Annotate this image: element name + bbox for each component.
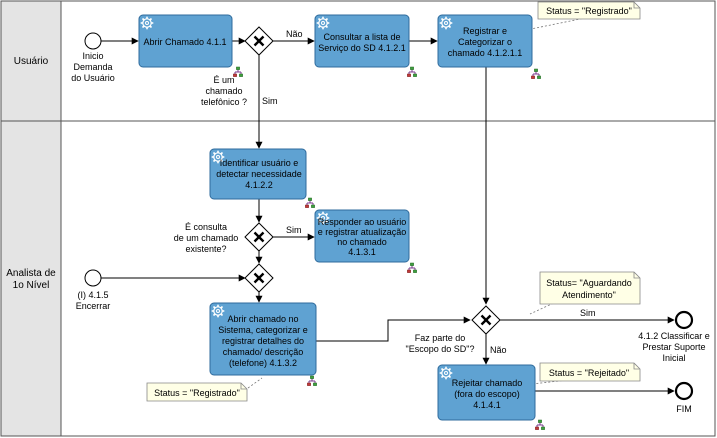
task-label: Registrar e Categorizar o chamado 4.1.2.… <box>448 26 523 58</box>
svg-text:Serviço do SD 4.1.2.1: Serviço do SD 4.1.2.1 <box>318 43 406 53</box>
svg-text:chamado/ descrição: chamado/ descrição <box>223 347 304 357</box>
lane-label-usuario: Usuário <box>14 56 49 67</box>
svg-text:Faz parte do: Faz parte do <box>415 333 466 343</box>
note-status-registrado-bottom: Status = "Registrado" <box>146 382 248 402</box>
gateway-merge <box>244 263 274 293</box>
svg-text:Status = "Rejeitado": Status = "Rejeitado" <box>549 368 629 378</box>
svg-text:no chamado: no chamado <box>337 237 387 247</box>
gateway-telefonico-label: É um chamado telefônico ? <box>201 75 247 107</box>
svg-text:Rejeitar chamado: Rejeitar chamado <box>452 378 523 388</box>
task-label: Abrir chamado no Sistema, categorizar e … <box>218 314 308 368</box>
svg-text:Status = "Registrado": Status = "Registrado" <box>546 6 632 16</box>
svg-text:Registrar e: Registrar e <box>463 26 507 36</box>
svg-text:telefônico ?: telefônico ? <box>201 97 247 107</box>
note-status-registrado-top: Status = "Registrado" <box>537 1 641 20</box>
svg-text:É consulta: É consulta <box>185 222 227 232</box>
svg-text:Encerrar: Encerrar <box>76 301 111 311</box>
end-event-classify <box>674 310 694 330</box>
svg-text:Status= "Aguardando: Status= "Aguardando <box>546 278 632 288</box>
task-consultar-lista[interactable]: Consultar a lista de Serviço do SD 4.1.2… <box>314 14 418 78</box>
flow-labels: Não Sim Sim Sim Não <box>262 29 596 355</box>
flow-label-nao-escopo: Não <box>490 345 507 355</box>
end-event-classify-label: 4.1.2 Classificar e Prestar Suporte Inic… <box>638 331 710 363</box>
lane-label-analista-line2: 1o Nível <box>13 280 50 291</box>
svg-text:Demanda: Demanda <box>73 62 112 72</box>
start-event-user <box>84 32 102 50</box>
end-event-fim-label: FIM <box>676 404 692 414</box>
svg-text:de um chamado: de um chamado <box>174 233 239 243</box>
start-event-user-label: Inicio Demanda do Usuário <box>71 51 115 83</box>
gateway-escopo-label: Faz parte do "Escopo do SD"? <box>406 333 475 354</box>
svg-text:"Escopo do SD"?: "Escopo do SD"? <box>406 344 475 354</box>
svg-text:Prestar Suporte: Prestar Suporte <box>642 342 705 352</box>
gateway-consulta-label: É consulta de um chamado existente? <box>174 222 239 254</box>
svg-text:e registrar atualização: e registrar atualização <box>318 227 407 237</box>
gateway-telefonico <box>244 26 274 56</box>
svg-text:Categorizar o: Categorizar o <box>458 37 512 47</box>
task-label: Rejeitar chamado (fora do escopo) 4.1.4.… <box>452 378 523 410</box>
start-event-analyst-label: (I) 4.1.5 Encerrar <box>76 290 111 311</box>
lane-label-analista-line1: Analista de <box>6 268 56 279</box>
task-label: Responder ao usuário e registrar atualiz… <box>318 217 407 257</box>
svg-text:Atendimento": Atendimento" <box>562 290 616 300</box>
note-status-aguardando: Status= "Aguardando Atendimento" <box>539 271 641 305</box>
task-abrir-chamado-sistema[interactable]: Abrir chamado no Sistema, categorizar e … <box>209 302 318 387</box>
lane-header-analista <box>0 120 62 437</box>
svg-text:Abrir chamado no: Abrir chamado no <box>227 314 298 324</box>
end-event-fim <box>674 381 694 401</box>
svg-text:(fora do escopo): (fora do escopo) <box>454 389 520 399</box>
flow-label-sim-vertical: Sim <box>262 96 278 106</box>
svg-text:Inicial: Inicial <box>662 353 685 363</box>
flow-abrir-sistema-to-gw4 <box>316 316 471 342</box>
svg-text:4.1.3.1: 4.1.3.1 <box>348 247 376 257</box>
svg-text:chamado: chamado <box>205 86 242 96</box>
flow-label-sim-consulta: Sim <box>286 225 302 235</box>
svg-text:registrar detalhes do: registrar detalhes do <box>222 336 304 346</box>
task-responder-usuario[interactable]: Responder ao usuário e registrar atualiz… <box>314 209 418 274</box>
task-abrir-chamado[interactable]: Abrir Chamado 4.1.1 <box>138 14 244 78</box>
svg-text:chamado 4.1.2.1.1: chamado 4.1.2.1.1 <box>448 48 523 58</box>
start-event-analyst <box>84 269 102 287</box>
task-rejeitar-chamado[interactable]: Rejeitar chamado (fora do escopo) 4.1.4.… <box>437 364 546 431</box>
svg-text:existente?: existente? <box>185 244 226 254</box>
task-registrar-categorizar[interactable]: Registrar e Categorizar o chamado 4.1.2.… <box>437 14 542 80</box>
svg-text:(I) 4.1.5: (I) 4.1.5 <box>77 290 108 300</box>
svg-text:Sistema, categorizar e: Sistema, categorizar e <box>218 325 308 335</box>
task-identificar-usuario[interactable]: Identificar usuário e detectar necessida… <box>209 148 316 209</box>
lane-header-usuario <box>0 0 62 122</box>
svg-text:Inicio: Inicio <box>82 51 103 61</box>
svg-text:4.1.2 Classificar e: 4.1.2 Classificar e <box>638 331 710 341</box>
svg-text:detectar necessidade: detectar necessidade <box>216 169 302 179</box>
gateway-consulta <box>244 222 274 252</box>
svg-text:Status = "Registrado": Status = "Registrado" <box>154 388 240 398</box>
flow-label-nao-top: Não <box>286 29 303 39</box>
task-label: Consultar a lista de Serviço do SD 4.1.2… <box>318 32 406 53</box>
svg-text:(telefone) 4.1.3.2: (telefone) 4.1.3.2 <box>229 358 297 368</box>
task-label: Identificar usuário e detectar necessida… <box>216 158 302 190</box>
svg-text:Consultar a lista de: Consultar a lista de <box>323 32 400 42</box>
svg-text:Identificar usuário e: Identificar usuário e <box>220 158 299 168</box>
svg-text:do Usuário: do Usuário <box>71 73 115 83</box>
svg-text:Responder ao usuário: Responder ao usuário <box>318 217 407 227</box>
note-status-rejeitado: Status = "Rejeitado" <box>539 362 641 382</box>
svg-text:É um: É um <box>213 75 234 85</box>
svg-text:4.1.4.1: 4.1.4.1 <box>473 400 501 410</box>
task-label: Abrir Chamado 4.1.1 <box>143 37 226 47</box>
gateway-escopo <box>471 305 501 335</box>
flow-label-sim-escopo: Sim <box>580 308 596 318</box>
svg-text:4.1.2.2: 4.1.2.2 <box>245 180 273 190</box>
sequence-flows <box>101 37 675 395</box>
